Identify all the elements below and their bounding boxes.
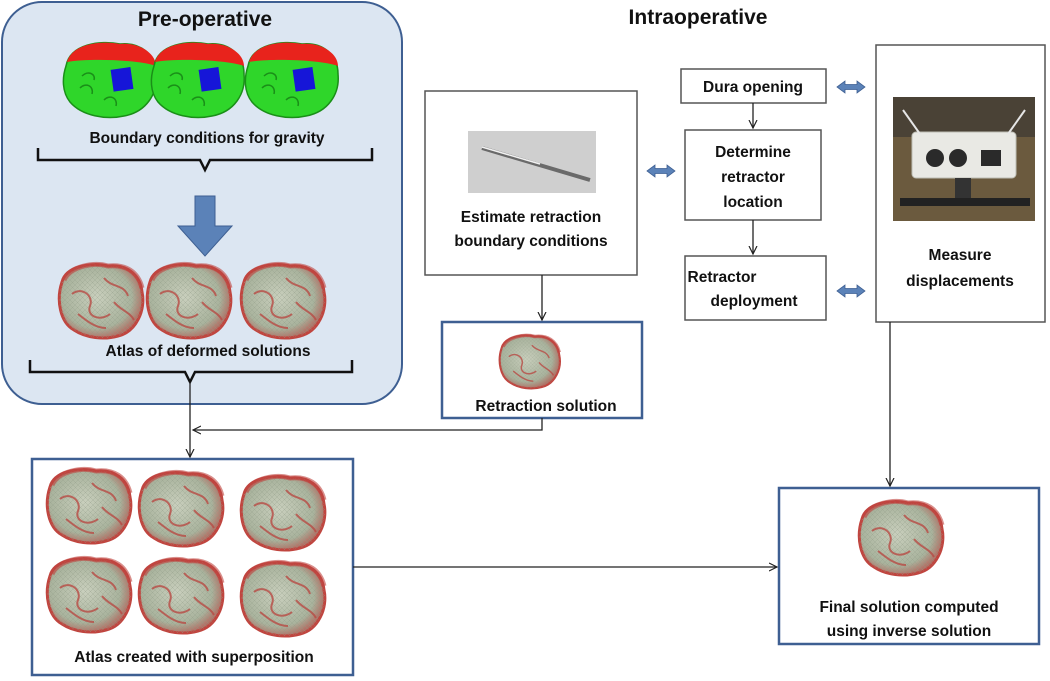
estimate-line1: Estimate retraction <box>461 209 601 226</box>
superposition-model-5 <box>139 560 223 633</box>
atlas-label: Atlas of deformed solutions <box>106 343 311 360</box>
measure-line2: displacements <box>906 273 1014 290</box>
gravity-model-1 <box>62 41 157 119</box>
final-solution-model <box>859 502 943 575</box>
retractor-photo <box>468 131 596 193</box>
preop-title: Pre-operative <box>138 8 272 31</box>
dura-opening-label: Dura opening <box>703 79 803 96</box>
superposition-model-2 <box>139 473 223 546</box>
gravity-label: Boundary conditions for gravity <box>89 130 324 147</box>
double-arrow-deploy-measure <box>836 284 866 298</box>
final-line2: using inverse solution <box>827 623 992 640</box>
gravity-model-2 <box>150 41 245 119</box>
superposition-model-1 <box>47 470 131 543</box>
double-arrow-estimate-determine <box>646 164 676 178</box>
arrow-retraction-to-atlas <box>193 418 543 430</box>
determine-line2: retractor <box>721 169 785 186</box>
determine-location-box <box>684 129 822 221</box>
deploy-line2: deployment <box>711 293 798 310</box>
double-arrow-dura-measure <box>836 80 866 94</box>
deploy-line1: Retractor <box>688 269 757 286</box>
retraction-solution-model <box>497 333 562 391</box>
final-line1: Final solution computed <box>819 599 998 616</box>
connectors <box>190 103 890 567</box>
retractor-deployment-box <box>684 255 827 321</box>
gravity-brace <box>36 148 374 173</box>
down-arrow <box>176 195 234 257</box>
determine-line1: Determine <box>715 144 791 161</box>
superposition-model-3 <box>241 477 325 550</box>
atlas-model-1 <box>59 265 143 338</box>
atlas-model-2 <box>147 265 231 338</box>
tracking-camera-photo <box>893 97 1035 221</box>
superposition-model-6 <box>241 563 325 636</box>
gravity-model-3 <box>244 41 339 119</box>
superposition-model-4 <box>47 559 131 632</box>
measure-line1: Measure <box>929 247 992 264</box>
atlas-model-3 <box>241 265 325 338</box>
estimate-line2: boundary conditions <box>454 233 607 250</box>
intraop-title: Intraoperative <box>629 6 768 29</box>
superposition-label: Atlas created with superposition <box>74 649 313 666</box>
retraction-solution-label: Retraction solution <box>475 398 616 415</box>
determine-line3: location <box>723 194 782 211</box>
